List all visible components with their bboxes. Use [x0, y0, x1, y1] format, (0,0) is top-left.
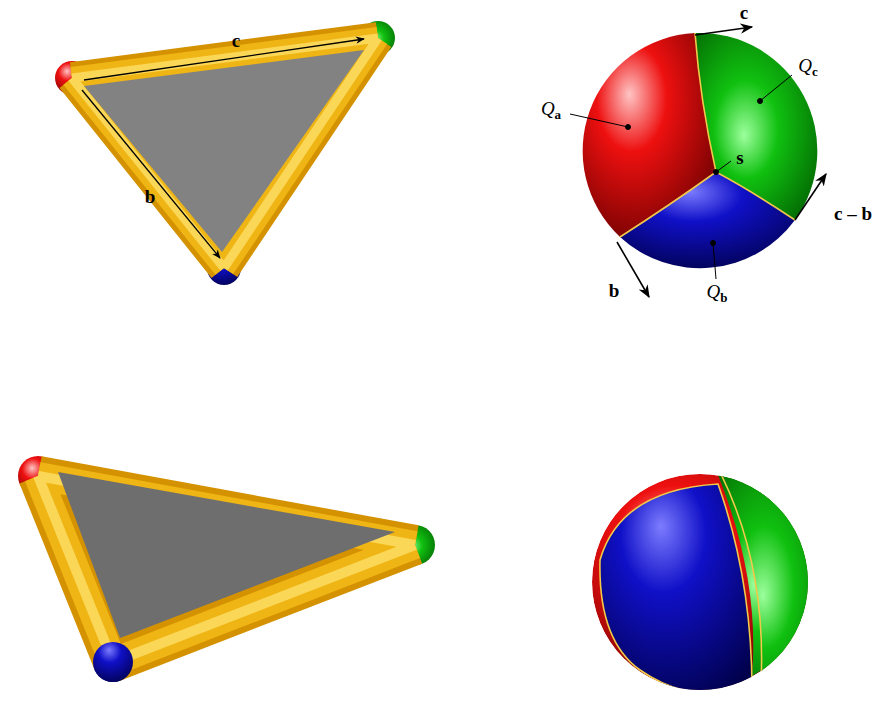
vector-label: b [145, 187, 156, 206]
region-label: Qa [541, 99, 561, 121]
vector-label: s [736, 148, 743, 167]
vector-label: c – b [834, 204, 872, 223]
tube-triangle [55, 21, 395, 285]
vector-label: c [232, 31, 240, 50]
partitioned-sphere-view-2 [592, 468, 830, 700]
region-label: Qb [707, 282, 728, 304]
vector-label: c [740, 3, 748, 22]
vector-label: b [609, 281, 620, 300]
tube-triangle-view-2 [18, 456, 435, 682]
region-label: Qc [798, 56, 818, 78]
partitioned-sphere [570, 27, 826, 297]
